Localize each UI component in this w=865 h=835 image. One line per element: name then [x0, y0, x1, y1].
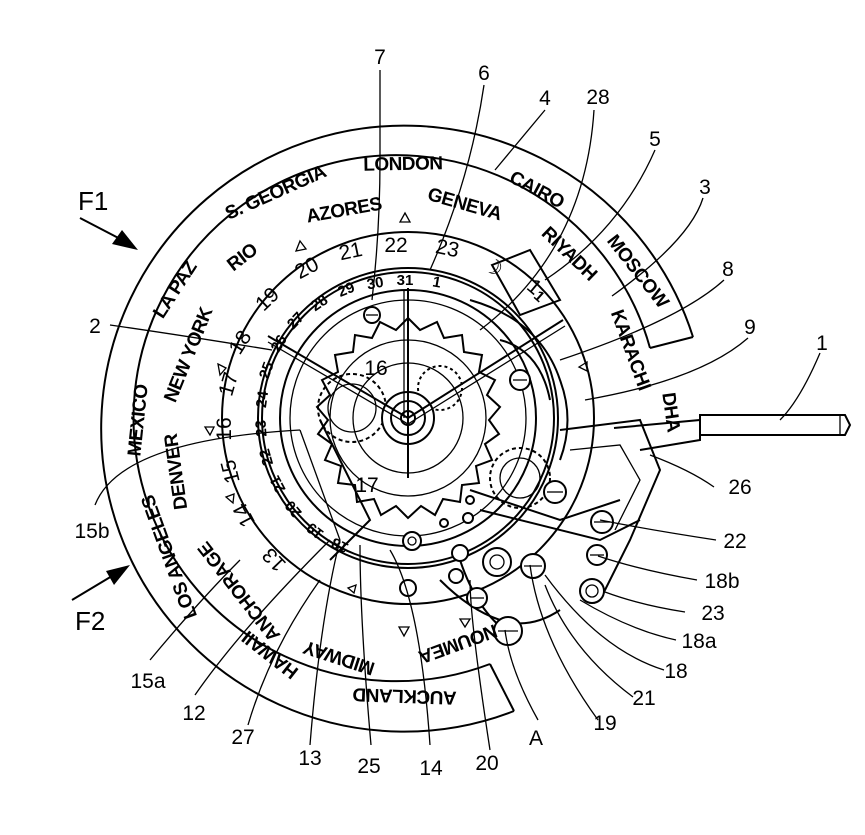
- ref-16: 16: [364, 357, 387, 380]
- day-19: 19: [303, 519, 327, 543]
- ref-27: 27: [231, 726, 254, 749]
- ref-6: 6: [478, 62, 490, 85]
- label-f2: F2: [75, 606, 105, 636]
- hour-21: 21: [337, 238, 365, 265]
- city-cairo: CAIRO: [506, 167, 568, 213]
- city-azores: AZORES: [305, 194, 384, 228]
- arrow-head-f1-icon: [112, 230, 138, 250]
- city-moscow: MOSCOW: [602, 231, 672, 313]
- ref-5: 5: [649, 128, 661, 151]
- city-denver: DENVER: [161, 432, 193, 511]
- hands: [267, 288, 566, 478]
- ref-20: 20: [475, 752, 498, 775]
- ref-15a: 15a: [130, 670, 165, 693]
- city-auckland: AUCKLAND: [353, 683, 457, 708]
- day-26: 26: [268, 332, 291, 355]
- city-karachi: KARACHI: [606, 307, 655, 393]
- city-noumea: NOUMEA: [415, 619, 499, 667]
- ref-15b: 15b: [74, 520, 109, 543]
- hour-15: 15: [217, 457, 245, 485]
- city-geneva: GENEVA: [425, 184, 504, 225]
- day-30: 30: [366, 274, 385, 294]
- hour-22: 22: [384, 234, 407, 257]
- hour-13: 13: [258, 543, 291, 576]
- ref-12: 12: [182, 702, 205, 725]
- ref-19: 19: [593, 712, 616, 735]
- day-23: 23: [252, 419, 270, 437]
- day-29: 29: [335, 279, 357, 301]
- hour-23: 23: [434, 235, 462, 262]
- ref-4: 4: [539, 87, 551, 110]
- reference-numerals: 7 6 4 28 5 3 8 9 1 2 16 15b 26 22 18b 23…: [74, 46, 827, 780]
- crown-stem: [613, 414, 852, 451]
- screws: [363, 306, 614, 646]
- ref-18: 18: [664, 660, 687, 683]
- ref-28: 28: [586, 86, 609, 109]
- day-18: 18: [329, 534, 351, 557]
- ref-23: 23: [701, 602, 724, 625]
- ref-26: 26: [728, 476, 751, 499]
- ref-A: A: [529, 727, 543, 750]
- city-rio: RIO: [223, 239, 261, 275]
- ref-1: 1: [816, 332, 828, 355]
- day-21: 21: [267, 473, 290, 496]
- city-los-angeles: LOS ANGELES: [138, 492, 202, 621]
- hand-hour: [267, 335, 409, 419]
- leader-lines: [94, 70, 821, 751]
- city-ring: [100, 124, 694, 733]
- ref-8: 8: [722, 258, 734, 281]
- hand-minute: [407, 319, 564, 419]
- ref-22: 22: [723, 530, 746, 553]
- city-mexico: MEXICO: [124, 384, 152, 458]
- day-numbers: 31 30 29 28 27 26 25 24 23 22 21 20 19 1…: [252, 272, 547, 556]
- ref-13: 13: [298, 747, 321, 770]
- ref-21: 21: [632, 687, 655, 710]
- label-f1: F1: [78, 186, 108, 216]
- ref-9: 9: [744, 316, 756, 339]
- hour-ring: [221, 231, 595, 605]
- ref-25: 25: [357, 755, 380, 778]
- city-london: LONDON: [363, 153, 443, 175]
- ref-17: 17: [355, 474, 378, 497]
- day-22: 22: [256, 447, 277, 468]
- direction-arrows: F1 F2: [71, 186, 138, 636]
- arrow-head-f2-icon: [106, 565, 130, 585]
- hour-17: 17: [214, 370, 243, 399]
- index-marks: [203, 211, 588, 638]
- ref-18a: 18a: [681, 630, 716, 653]
- day-31: 31: [397, 272, 414, 289]
- day-28: 28: [308, 292, 331, 315]
- city-dha: DHA: [657, 391, 683, 434]
- day-24: 24: [253, 389, 272, 409]
- ref-7: 7: [374, 46, 386, 69]
- ref-2: 2: [89, 315, 101, 338]
- ref-3: 3: [699, 176, 711, 199]
- hour-20: 20: [291, 253, 322, 284]
- ref-14: 14: [419, 757, 443, 780]
- city-midway: MIDWAY: [300, 636, 377, 679]
- ref-18b: 18b: [704, 570, 739, 593]
- day-25: 25: [256, 360, 278, 381]
- hour-16: 16: [213, 417, 236, 440]
- day-1: 1: [431, 273, 442, 291]
